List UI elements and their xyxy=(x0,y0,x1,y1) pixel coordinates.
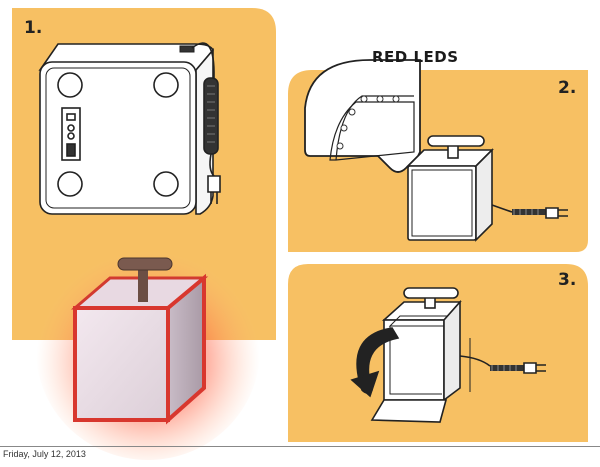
box-open-view xyxy=(350,287,471,423)
step-3-label: 3. xyxy=(558,270,577,290)
red-leds-callout: RED LEDS xyxy=(372,48,459,66)
step-2-label: 2. xyxy=(558,78,577,98)
top-connector xyxy=(179,45,195,53)
t-handle xyxy=(117,257,173,302)
box-panel-2 xyxy=(406,135,494,242)
step-1-label: 1. xyxy=(24,18,43,38)
footer-divider xyxy=(0,446,600,447)
footer-date: Friday, July 12, 2013 xyxy=(3,449,86,459)
cable-panel-2 xyxy=(491,204,568,219)
magnifier-bubble xyxy=(304,59,421,173)
box-back-view xyxy=(38,43,214,215)
cable-panel-3 xyxy=(459,355,546,374)
coiled-cable xyxy=(191,42,221,204)
